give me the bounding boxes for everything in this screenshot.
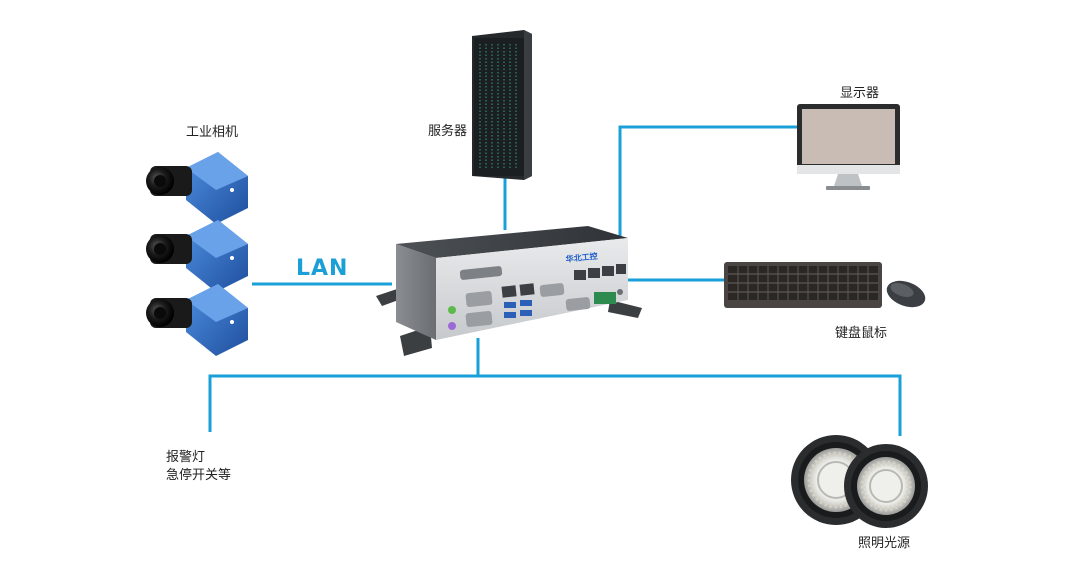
alarm-line	[208, 374, 902, 436]
ring-light-icon	[791, 435, 928, 528]
industrial-camera-icon	[146, 152, 248, 356]
connector-lines	[208, 125, 902, 436]
keyboard-mouse-label: 键盘鼠标	[835, 326, 888, 341]
industrial-pc-icon: 华北工控	[376, 226, 642, 356]
monitor-icon	[797, 104, 900, 190]
brand-logo: 华北工控	[565, 251, 598, 264]
alarm-label-line1: 报警灯	[166, 450, 206, 465]
monitor-label: 显示器	[840, 86, 880, 101]
light-label: 照明光源	[858, 536, 911, 551]
mouse-icon	[886, 280, 926, 308]
server-rack-icon	[472, 30, 532, 180]
lan-label: LAN	[296, 256, 349, 281]
monitor-line	[618, 125, 797, 238]
alarm-label-line2: 急停开关等	[166, 468, 232, 483]
keyboard-icon	[724, 262, 882, 308]
server-label: 服务器	[428, 124, 468, 139]
camera-label: 工业相机	[186, 125, 239, 140]
